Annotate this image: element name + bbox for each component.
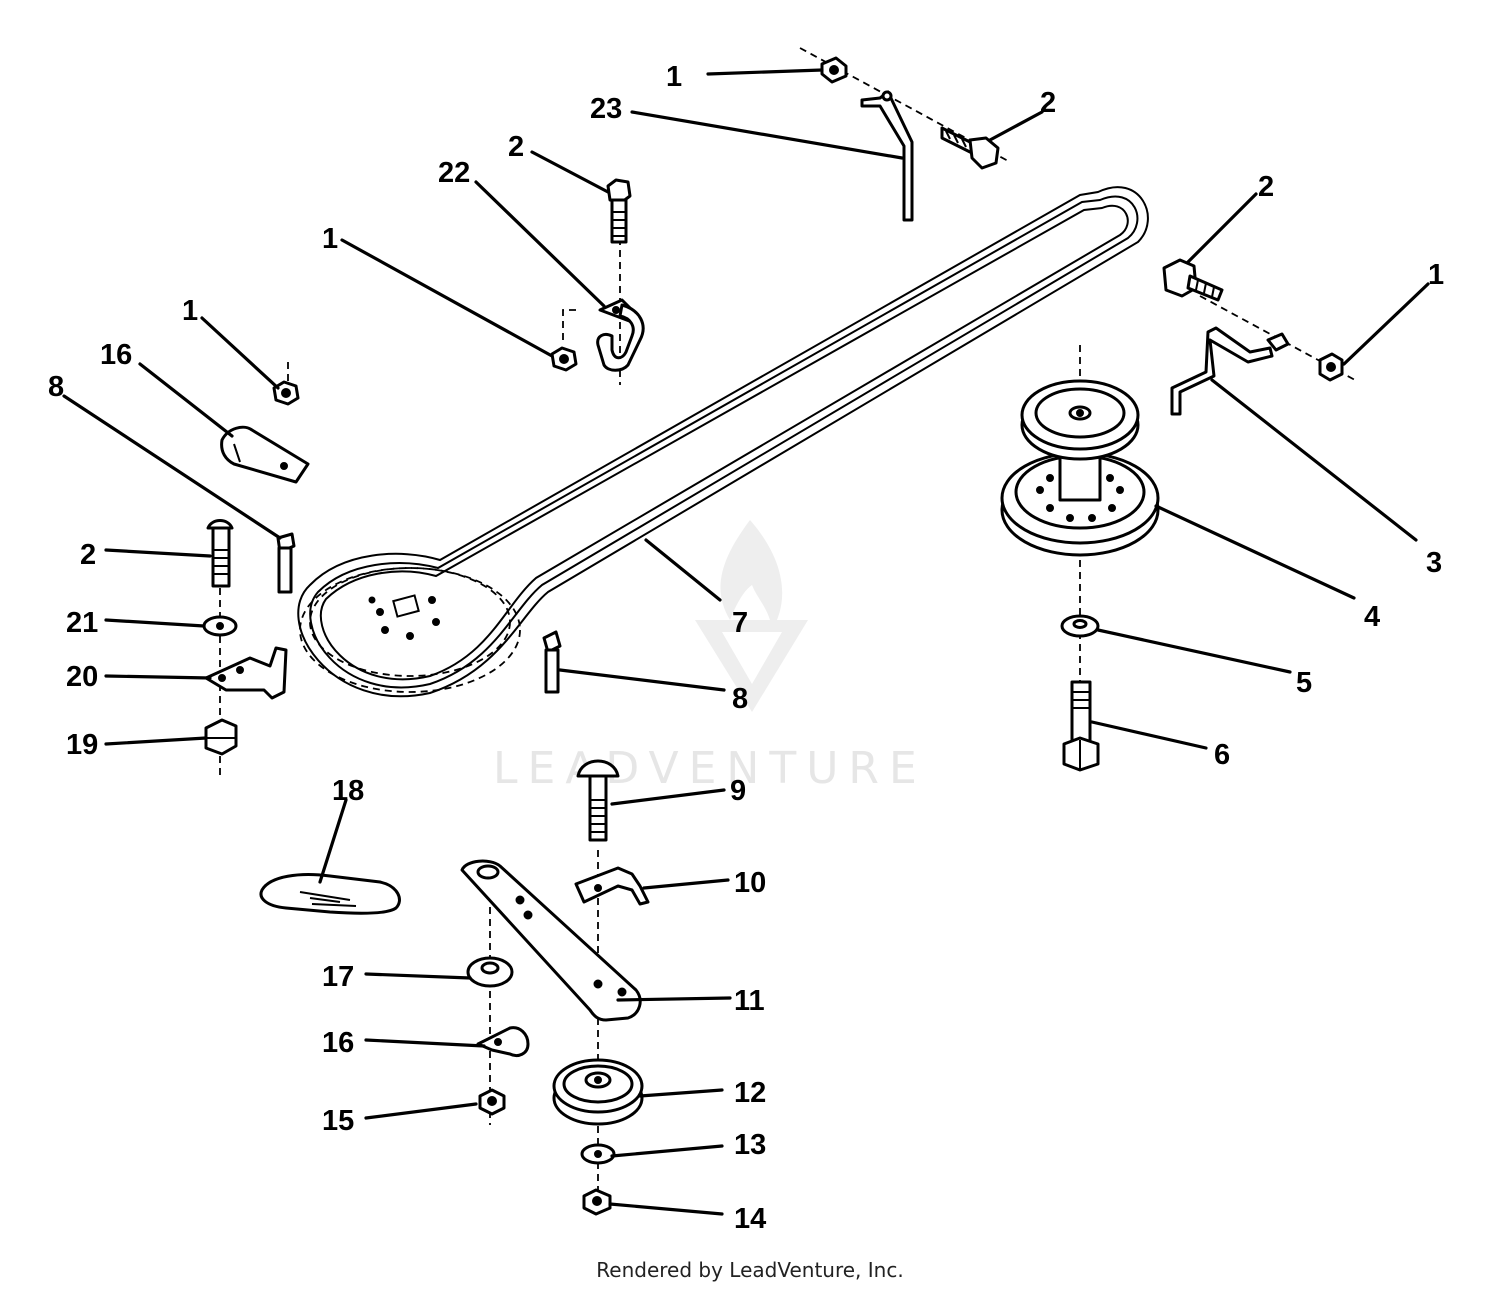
part-clip-16-top: [220, 425, 310, 484]
callout-1: 1: [322, 223, 338, 255]
carriage-bolt-icon: [606, 178, 632, 244]
callout-1: 1: [182, 295, 198, 327]
callout-7: 7: [732, 607, 748, 639]
hex-nut-icon: [204, 718, 238, 756]
callout-16: 16: [322, 1027, 354, 1059]
callout-21: 21: [66, 607, 98, 639]
hex-nut-icon: [1318, 352, 1344, 382]
callout-10: 10: [734, 867, 766, 899]
callout-9: 9: [730, 775, 746, 807]
part-bracket-22: [596, 298, 645, 372]
washer-icon: [466, 956, 514, 988]
callout-labels: 1 23 2 2 22 1 2 1 1 16 8 2 21 20 19 7 8 …: [48, 61, 1444, 1235]
callout-20: 20: [66, 661, 98, 693]
callout-14: 14: [734, 1203, 766, 1235]
stud-icon: [276, 532, 296, 594]
callout-15: 15: [322, 1105, 354, 1137]
part-rod-23: [860, 90, 914, 222]
hex-nut-icon: [478, 1088, 506, 1116]
callout-8: 8: [732, 683, 748, 715]
callout-6: 6: [1214, 739, 1230, 771]
callout-2: 2: [1258, 171, 1274, 203]
pulley-assembly-4: [1000, 379, 1160, 557]
callout-23: 23: [590, 93, 622, 125]
pulley-hub-holes: [368, 594, 440, 640]
washer-icon: [202, 615, 238, 637]
callout-4: 4: [1364, 601, 1380, 633]
callout-22: 22: [438, 157, 470, 189]
hex-nut-icon: [272, 380, 300, 406]
part-idler-arm-11: [460, 859, 642, 1022]
carriage-bolt-icon: [206, 519, 234, 588]
callout-13: 13: [734, 1129, 766, 1161]
part-idler-pulley-12: [552, 1058, 644, 1126]
watermark-text: LEADVENTURE: [493, 743, 927, 794]
hex-nut-icon: [550, 346, 578, 372]
v-belt: [297, 186, 1149, 698]
callout-16: 16: [100, 339, 132, 371]
part-clip-16-bottom: [476, 1026, 530, 1058]
watermark-flame-icon: [720, 520, 783, 630]
stud-icon: [542, 630, 562, 694]
washer-icon: [580, 1143, 616, 1165]
callout-17: 17: [322, 961, 354, 993]
hex-bolt-icon: [940, 126, 1000, 170]
part-bracket-20: [204, 646, 288, 700]
part-decal-18: [259, 873, 401, 915]
hex-bolt-icon: [1062, 680, 1100, 772]
leader-lines: [62, 68, 1430, 1216]
callout-11: 11: [734, 985, 765, 1017]
hex-nut-icon: [820, 56, 848, 84]
callout-19: 19: [66, 729, 98, 761]
hex-nut-icon: [582, 1188, 612, 1216]
callout-1: 1: [1428, 259, 1444, 291]
callout-2: 2: [1040, 87, 1056, 119]
callout-18: 18: [332, 775, 364, 807]
callout-2: 2: [80, 539, 96, 571]
watermark: LEADVENTURE: [493, 520, 927, 794]
callout-8: 8: [48, 371, 64, 403]
carriage-bolt-icon: [576, 759, 620, 842]
credit-text: Rendered by LeadVenture, Inc.: [596, 1258, 904, 1282]
part-bracket-10: [574, 866, 650, 906]
watermark-v-icon: [695, 620, 808, 712]
callout-3: 3: [1426, 547, 1442, 579]
washer-icon: [1060, 614, 1100, 638]
hex-bolt-icon: [1162, 258, 1224, 302]
callout-12: 12: [734, 1077, 766, 1109]
callout-2: 2: [508, 131, 524, 163]
callout-5: 5: [1296, 667, 1312, 699]
part-rod-3: [1170, 326, 1290, 416]
callout-1: 1: [666, 61, 682, 93]
